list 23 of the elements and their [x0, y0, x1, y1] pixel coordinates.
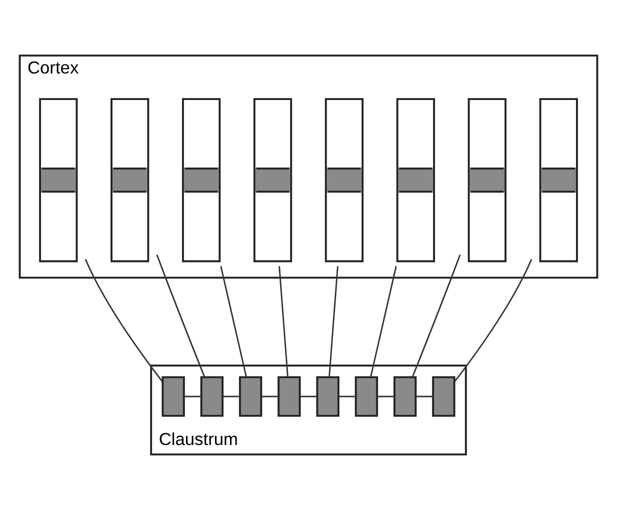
- node-bar: [200, 376, 224, 417]
- connector: [84, 259, 164, 382]
- node-bar: [238, 376, 262, 417]
- connector: [184, 396, 202, 398]
- connector: [412, 254, 461, 378]
- cluster: Claustrum: [150, 364, 467, 456]
- connector: [261, 396, 278, 398]
- connector: [377, 396, 394, 398]
- cluster: Cortex: [18, 54, 598, 279]
- connector: [338, 396, 356, 398]
- node-bar: [278, 376, 301, 417]
- node-bar: [354, 376, 378, 417]
- connector: [220, 266, 248, 378]
- node-bar: [432, 376, 456, 417]
- connector: [300, 396, 317, 398]
- connector: [156, 254, 206, 378]
- node-bar: [316, 376, 340, 417]
- connector: [370, 266, 397, 378]
- connector: [416, 396, 433, 398]
- node-bar: [162, 376, 185, 417]
- connector: [454, 259, 532, 382]
- connector: [222, 396, 240, 398]
- node-bar: [393, 376, 417, 417]
